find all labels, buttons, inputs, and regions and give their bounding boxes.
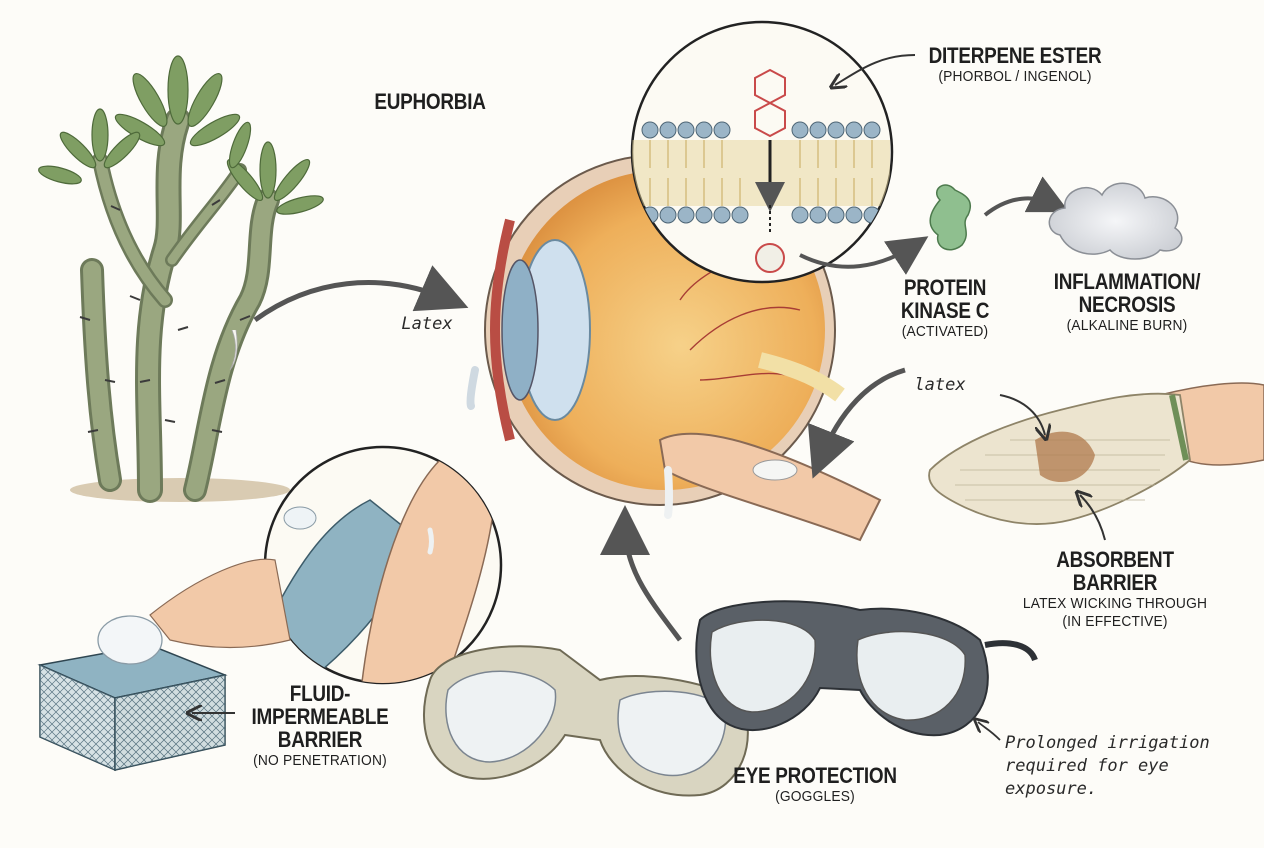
fluid-barrier-subtitle: (NO PENETRATION) [253, 752, 387, 770]
note-pointer [978, 722, 1001, 741]
protein-kinase-c-icon [929, 184, 972, 251]
eye-protection-title: EYE PROTECTION [733, 763, 897, 788]
membrane-zoom-circle [630, 20, 894, 284]
absorbent-glove-illustration [928, 382, 1264, 525]
irrigation-note-line-2: required for eye [1005, 755, 1169, 776]
goggles-dark-illustration [695, 600, 1038, 737]
inflammation-subtitle: (ALKALINE BURN) [1066, 317, 1188, 335]
inflammation-title-line-2: NECROSIS [1078, 292, 1176, 318]
absorbent-title-line-1: ABSORBENT [1056, 547, 1174, 572]
irrigation-note: Prolonged irrigation required for eye ex… [1005, 732, 1215, 801]
impermeable-glove-zoom-circle [263, 445, 503, 685]
fluid-barrier-title-line-3: BARRIER [277, 727, 363, 753]
diterpene-pointer-arrow [835, 54, 916, 85]
eye-protection-label-group: EYE PROTECTION (GOGGLES) [705, 764, 925, 805]
fluid-barrier-label-group: FLUID- IMPERMEABLE BARRIER (NO PENETRATI… [225, 682, 415, 769]
fluid-barrier-block-illustration [37, 615, 228, 772]
fluid-barrier-title-line-1: FLUID- [289, 681, 351, 706]
goggles-light-illustration [423, 645, 749, 797]
pkc-subtitle: (ACTIVATED) [901, 323, 989, 341]
euphorbia-label: EUPHORBIA [374, 89, 486, 114]
membrane-to-pkc-arrow [799, 236, 929, 275]
pkc-title-line-2: KINASE C [900, 298, 990, 324]
pkc-title-line-1: PROTEIN [903, 275, 987, 300]
diterpene-subtitle: (PHORBOL / INGENOL) [938, 68, 1092, 86]
diterpene-label-group: DITERPENE ESTER (PHORBOL / INGENOL) [895, 44, 1135, 85]
latex-left-label: Latex [401, 314, 453, 334]
latex-right-label: latex [914, 375, 966, 395]
irrigation-note-line-3: exposure. [1005, 778, 1098, 799]
inflammation-title-line-1: INFLAMMATION/ [1053, 269, 1201, 294]
inflammation-cloud-icon [1048, 182, 1183, 260]
blue-glove-arm [149, 558, 291, 649]
euphorbia-plant-illustration [38, 55, 324, 503]
glove-to-eye-arrow [807, 367, 906, 479]
diterpene-title: DITERPENE ESTER [928, 43, 1102, 68]
finger-latex-illustration [658, 432, 882, 542]
absorbent-label-group: ABSORBENT BARRIER LATEX WICKING THROUGH … [1000, 548, 1230, 630]
absorbent-subtitle-line-1: LATEX WICKING THROUGH [1022, 595, 1208, 613]
irrigation-note-line-1: Prolonged irrigation [1005, 733, 1210, 753]
absorbent-pointer [1080, 495, 1106, 541]
pkc-to-inflammation-arrow [983, 176, 1070, 217]
eye-protection-subtitle: (GOGGLES) [775, 788, 855, 806]
fluid-barrier-title-line-2: IMPERMEABLE [251, 704, 389, 730]
absorbent-subtitle-line-2: (IN EFFECTIVE) [1062, 612, 1168, 630]
pkc-label-group: PROTEIN KINASE C (ACTIVATED) [870, 276, 1020, 340]
goggles-to-eye-arrow [600, 505, 682, 642]
plant-to-eye-arrow [253, 265, 469, 323]
absorbent-title-line-2: BARRIER [1072, 570, 1158, 596]
latex-right-pointer [999, 394, 1045, 435]
inflammation-label-group: INFLAMMATION/ NECROSIS (ALKALINE BURN) [1012, 270, 1242, 334]
